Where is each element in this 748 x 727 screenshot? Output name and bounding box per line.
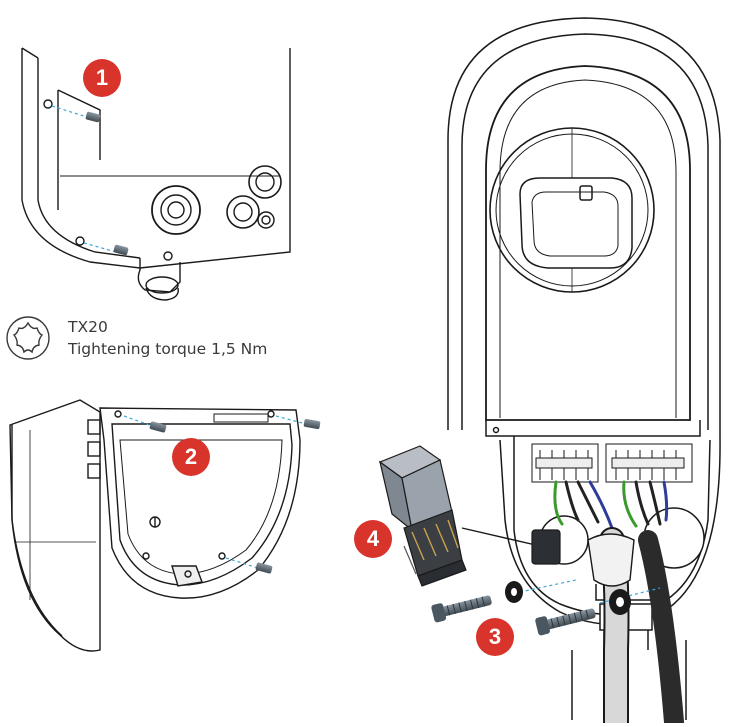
screw-icon	[123, 415, 321, 574]
tool-bit-label: TX20	[68, 318, 108, 336]
torx-star-icon	[6, 316, 50, 360]
figure-housing-bottom	[21, 47, 291, 301]
figure-wall-unit	[447, 17, 721, 720]
screw-icon	[51, 105, 129, 256]
step-badge-3: 3	[476, 618, 514, 656]
torque-label: Tightening torque 1,5 Nm	[68, 340, 268, 358]
step-number: 3	[488, 624, 502, 649]
wall-screw-icon	[431, 579, 661, 636]
step-number: 2	[184, 444, 198, 469]
connector-plug	[378, 445, 467, 587]
step-number: 1	[95, 65, 109, 90]
step-badge-4: 4	[354, 520, 392, 558]
step-badge-2: 2	[172, 438, 210, 476]
cable-gland	[587, 533, 635, 587]
tool-caption: TX20 Tightening torque 1,5 Nm	[68, 316, 267, 360]
leader-line	[461, 527, 541, 547]
step-badge-1: 1	[83, 59, 121, 97]
step-number: 4	[366, 526, 380, 551]
terminal-socket	[531, 529, 561, 565]
figure-front-cover	[9, 399, 301, 652]
